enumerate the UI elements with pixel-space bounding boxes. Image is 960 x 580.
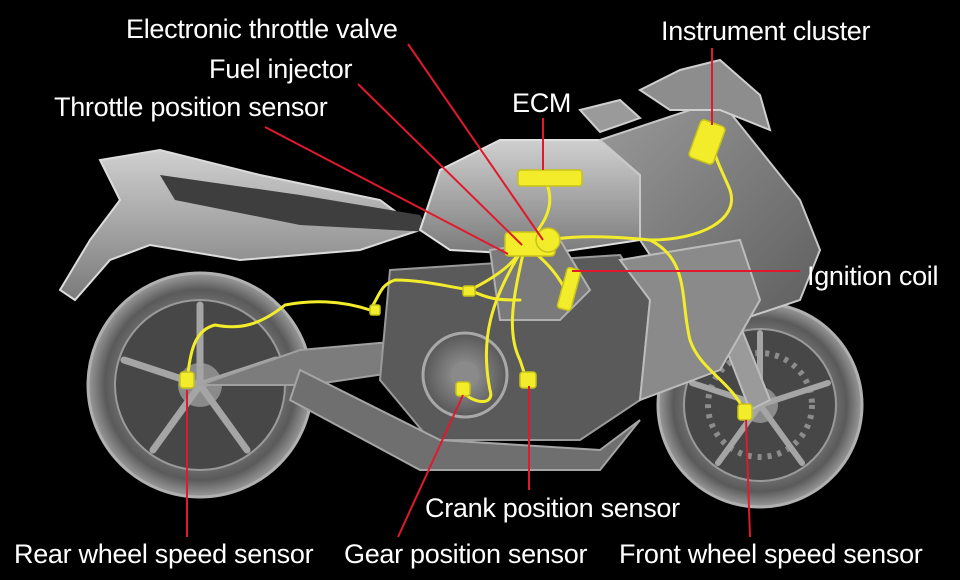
front-wheel-sensor-unit (737, 403, 753, 421)
ignition-coil-unit (556, 266, 582, 312)
label-ignition-coil: Ignition coil (807, 261, 939, 291)
rear-wheel-sensor-unit (179, 371, 195, 389)
ecm-unit (517, 169, 583, 187)
side-fairing (618, 238, 762, 402)
label-crank-position-sensor: Crank position sensor (425, 493, 680, 523)
leader-gear-position-sensor (397, 394, 464, 538)
label-front-wheel-speed-sensor: Front wheel speed sensor (619, 539, 923, 569)
seat (160, 175, 430, 232)
label-instrument-cluster: Instrument cluster (661, 16, 871, 46)
windscreen (638, 58, 772, 132)
label-ecm: ECM (512, 88, 572, 118)
leader-front-wheel-speed-sensor (745, 419, 751, 538)
instrument-cluster-unit (688, 119, 726, 165)
crank-sensor-unit (519, 371, 537, 389)
handlebar (578, 98, 642, 134)
exhaust (288, 368, 641, 471)
label-rear-wheel-speed-sensor: Rear wheel speed sensor (14, 539, 314, 569)
leader-lines (186, 43, 800, 538)
label-throttle-position-sensor: Throttle position sensor (54, 92, 328, 122)
throttle-valve (535, 227, 561, 253)
leader-electronic-throttle-valve (407, 43, 544, 241)
gear-sensor-unit (455, 381, 471, 397)
label-electronic-throttle-valve: Electronic throttle valve (126, 14, 398, 44)
label-gear-position-sensor: Gear position sensor (344, 539, 588, 569)
leader-throttle-position-sensor (264, 126, 509, 255)
leader-fuel-injector (357, 83, 523, 246)
label-fuel-injector: Fuel injector (209, 54, 353, 84)
